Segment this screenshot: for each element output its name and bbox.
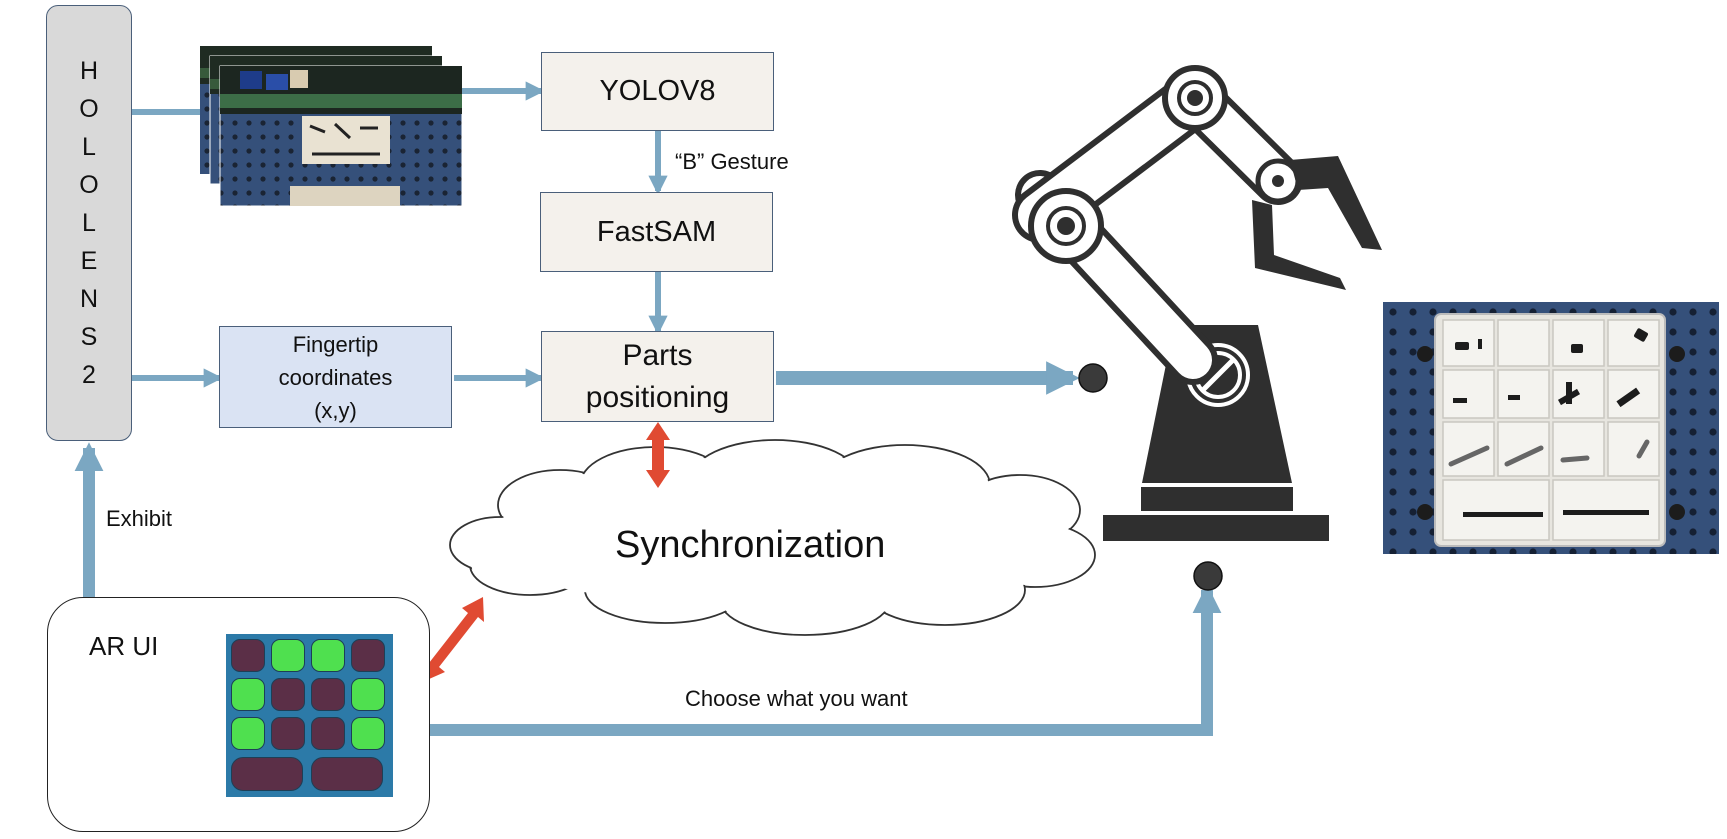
gesture-label: “B” Gesture	[675, 149, 789, 174]
synchronization-cloud	[449, 439, 1096, 636]
hololens-letter: L	[82, 133, 96, 161]
parts-line: Parts	[622, 338, 693, 372]
keypad-key-maroon[interactable]	[351, 639, 385, 672]
choose-label: Choose what you want	[685, 686, 908, 711]
ar-ui-keypad	[226, 634, 393, 797]
fingertip-coordinates-node: Fingertip coordinates (x,y)	[219, 326, 452, 428]
keypad-key-maroon[interactable]	[271, 717, 305, 750]
hololens-letter: 2	[82, 361, 96, 389]
exhibit-label: Exhibit	[106, 506, 173, 531]
keypad-key-maroon[interactable]	[271, 678, 305, 711]
synchronization-label: Synchronization	[615, 524, 886, 566]
fastsam-node: FastSAM	[540, 192, 773, 272]
keypad-key-maroon[interactable]	[231, 639, 265, 672]
keypad-key-green[interactable]	[231, 678, 265, 711]
keypad-key-green[interactable]	[271, 639, 305, 672]
keypad-key-green[interactable]	[351, 717, 385, 750]
sync-arrow-arui	[420, 597, 484, 683]
hololens-letter: E	[80, 247, 98, 275]
fingertip-line: (x,y)	[314, 397, 357, 423]
parts-positioning-node: Parts positioning	[541, 331, 774, 422]
ar-ui-label: AR UI	[89, 631, 159, 661]
keypad-wide-key-maroon[interactable]	[231, 757, 303, 791]
hololens-letter: H	[79, 57, 99, 85]
keypad-key-maroon[interactable]	[311, 678, 345, 711]
hololens-letter: O	[79, 95, 99, 123]
sync-arrow-parts	[646, 422, 670, 488]
keypad-key-green[interactable]	[351, 678, 385, 711]
keypad-wide-key-maroon[interactable]	[311, 757, 383, 791]
keypad-key-maroon[interactable]	[311, 717, 345, 750]
yolov8-label: YOLOV8	[599, 75, 716, 107]
fingertip-line: coordinates	[278, 364, 393, 390]
fingertip-line: Fingertip	[292, 331, 379, 357]
keypad-key-green[interactable]	[231, 717, 265, 750]
hololens-letter: L	[82, 209, 96, 237]
fastsam-label: FastSAM	[596, 215, 717, 248]
parts-tray-image	[1383, 302, 1719, 554]
hololens-letter: S	[80, 323, 98, 351]
keypad-key-green[interactable]	[311, 639, 345, 672]
hololens-letter: O	[79, 171, 99, 199]
yolov8-node: YOLOV8	[541, 52, 774, 131]
parts-line: positioning	[585, 380, 730, 414]
hololens-device-box: H O L O L E N S 2	[46, 5, 132, 441]
robot-arm-icon	[1012, 65, 1382, 591]
arrow-arui-to-robot	[430, 584, 1222, 736]
camera-frames-image	[200, 46, 462, 207]
hololens-letter: N	[79, 285, 99, 313]
